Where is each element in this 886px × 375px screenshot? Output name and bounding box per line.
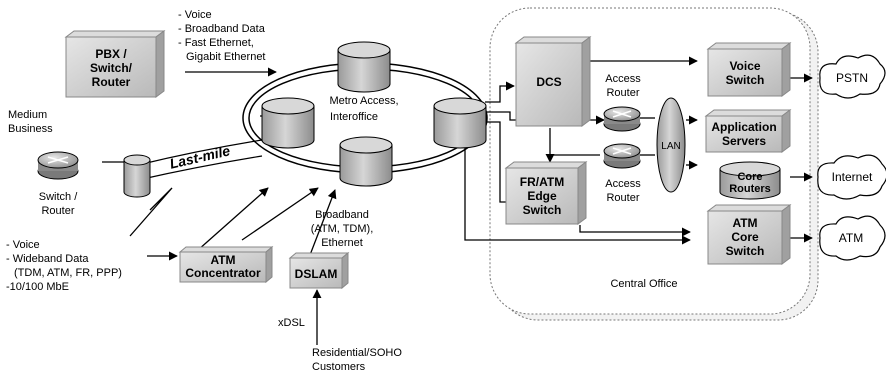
business-cylinder	[123, 154, 151, 198]
voice-switch-box: Voice Switch	[706, 42, 792, 97]
pbx-service-list: - Voice - Broadband Data - Fast Ethernet…	[178, 9, 266, 63]
atm-cloud-label: ATM	[839, 231, 863, 245]
xdsl-label: xDSL	[278, 317, 305, 329]
dcs-box: DCS	[514, 36, 592, 127]
access-router-bottom-label-1: Access	[605, 178, 641, 190]
wideband-list-4: -10/100 MbE	[6, 281, 69, 293]
access-router-bottom-icon	[603, 143, 641, 169]
residential-label-1: Residential/SOHO	[312, 347, 402, 359]
switch-router-label-1: Switch /	[39, 191, 78, 203]
pstn-cloud: PSTN	[819, 54, 886, 99]
metro-label-2: Interoffice	[330, 111, 378, 123]
dslam-box: DSLAM	[288, 251, 350, 290]
wideband-list-1: - Voice	[6, 239, 40, 251]
metro-label-1: Metro Access,	[329, 95, 398, 107]
wideband-service-list: - Voice - Wideband Data (TDM, ATM, FR, P…	[6, 239, 122, 293]
fr-atm-label-1: FR/ATM	[520, 175, 564, 189]
metro-node-left	[261, 97, 315, 149]
atm-core-label-3: Switch	[726, 244, 765, 258]
frx-to-atm-core-arrow	[579, 225, 691, 237]
wideband-list-3: (TDM, ATM, FR, PPP)	[14, 267, 122, 279]
access-router-top-icon	[603, 106, 641, 132]
concentrator-arrow-stub	[129, 187, 173, 237]
access-router-top-label-1: Access	[605, 73, 641, 85]
atm-concentrator-box: ATM Concentrator	[178, 245, 274, 284]
core-routers-label-1: Core	[737, 171, 762, 183]
core-routers-node: Core Routers	[719, 161, 781, 200]
medium-business-label-1: Medium	[8, 109, 47, 121]
fr-atm-edge-switch-box: FR/ATM Edge Switch	[504, 161, 588, 225]
metro-to-dcs-arrow	[485, 81, 515, 103]
atm-concentrator-label-1: ATM	[210, 253, 235, 267]
concentrator-to-metro-arrow	[197, 187, 269, 251]
internet-cloud: Internet	[817, 154, 886, 200]
voice-switch-label-2: Switch	[726, 73, 765, 87]
last-mile-link: Last-mile	[137, 139, 263, 181]
voice-switch-label-1: Voice	[729, 59, 760, 73]
switch-router-label-2: Router	[41, 205, 74, 217]
access-router-bottom-label-2: Router	[606, 192, 639, 204]
switch-router-icon	[37, 151, 79, 180]
pbx-list-2: - Broadband Data	[178, 23, 266, 35]
pbx-label-3: Router	[92, 75, 131, 89]
metro-node-top	[337, 41, 391, 93]
residential-label-2: Customers	[312, 361, 366, 373]
wideband-list-2: - Wideband Data	[6, 253, 89, 265]
pbx-list-1: - Voice	[178, 9, 212, 21]
core-routers-label-2: Routers	[729, 183, 771, 195]
atm-conc-to-metro-arrow	[241, 187, 319, 241]
dslam-to-metro-arrow	[309, 189, 337, 256]
pbx-box: PBX / Switch/ Router	[64, 30, 166, 98]
metro-node-bottom	[339, 136, 393, 187]
app-servers-label-1: Application	[711, 120, 776, 134]
atm-cloud: ATM	[819, 215, 886, 261]
pbx-list-3: - Fast Ethernet,	[178, 37, 254, 49]
pstn-label: PSTN	[836, 71, 868, 85]
atm-core-label-2: Core	[731, 230, 759, 244]
dcs-label: DCS	[536, 75, 561, 89]
broadband-label-2: (ATM, TDM),	[311, 223, 374, 235]
pbx-list-4: Gigabit Ethernet	[186, 51, 266, 63]
atm-core-switch-box: ATM Core Switch	[706, 204, 792, 265]
metro-to-atm-core-arrow	[464, 125, 691, 245]
broadband-label-1: Broadband	[315, 209, 369, 221]
application-servers-box: Application Servers	[704, 109, 792, 153]
lan-node: LAN	[656, 97, 686, 193]
pbx-label-1: PBX /	[95, 47, 127, 61]
fr-atm-label-2: Edge	[527, 189, 557, 203]
internet-label: Internet	[832, 170, 873, 184]
lan-label: LAN	[661, 141, 680, 152]
pbx-label-2: Switch/	[90, 61, 133, 75]
broadband-label-3: Ethernet	[321, 237, 363, 249]
central-office-label: Central Office	[610, 278, 677, 290]
fr-atm-label-3: Switch	[523, 203, 562, 217]
metro-node-right	[433, 97, 487, 149]
app-servers-label-2: Servers	[722, 134, 766, 148]
medium-business-label-2: Business	[8, 123, 53, 135]
atm-core-label-1: ATM	[732, 216, 757, 230]
dslam-label: DSLAM	[295, 267, 338, 281]
atm-concentrator-label-2: Concentrator	[185, 266, 261, 280]
access-router-top-label-2: Router	[606, 87, 639, 99]
